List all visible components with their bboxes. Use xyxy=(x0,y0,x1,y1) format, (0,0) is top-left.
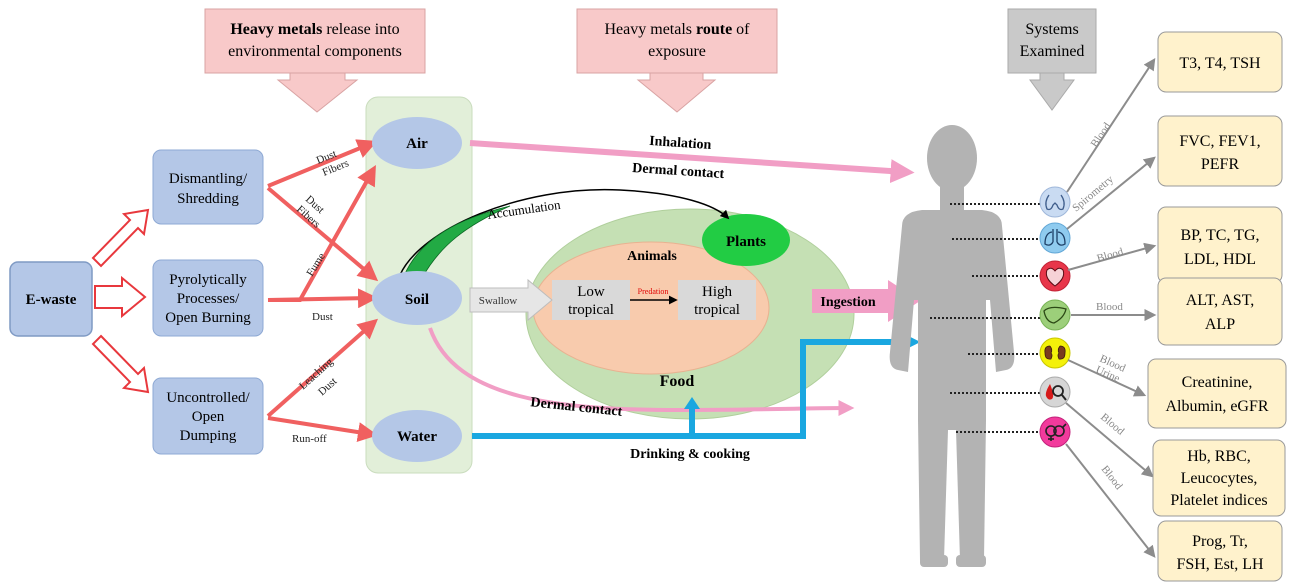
human-silhouette xyxy=(889,125,1015,567)
header-route: Heavy metals route of exposure xyxy=(576,8,778,113)
test-box-lung: FVC, FEV1, PEFR xyxy=(1157,115,1283,187)
organ-pointers xyxy=(930,203,1040,433)
header-route-bold: route xyxy=(696,21,732,38)
liver-icon xyxy=(1039,299,1071,331)
air-node: Air xyxy=(372,117,462,169)
test-heart-line2: LDL, HDL xyxy=(1184,251,1256,268)
process-pyrolytic-line2: Processes/ xyxy=(177,291,240,307)
ewaste-node: E-waste xyxy=(9,261,93,337)
header-route-post: of xyxy=(732,21,750,38)
test-repro-line1: Prog, Tr, xyxy=(1192,533,1248,550)
test-blood-line1: Hb, RBC, xyxy=(1187,448,1251,465)
test-box-liver: ALT, AST, ALP xyxy=(1157,277,1283,346)
test-lung-line1: FVC, FEV1, xyxy=(1179,133,1260,150)
kidney-icon xyxy=(1039,337,1071,369)
process-dismantling: Dismantling/ Shredding xyxy=(152,149,264,225)
header-release: Heavy metals release into environmental … xyxy=(204,8,426,113)
header-route-pre: Heavy metals xyxy=(605,21,697,38)
thyroid-icon xyxy=(1039,186,1071,218)
header-systems-line2: Examined xyxy=(1020,43,1085,60)
emission-lines xyxy=(266,139,379,443)
air-label: Air xyxy=(406,136,428,152)
test-box-heart: BP, TC, TG, LDL, HDL xyxy=(1157,206,1283,284)
ingestion-label: Ingestion xyxy=(820,295,875,310)
connector-heart-label: Blood xyxy=(1096,246,1126,265)
connector-repro-label: Blood xyxy=(1099,463,1125,492)
soil-label: Soil xyxy=(405,292,429,308)
low-tropical-line1: Low xyxy=(577,284,605,300)
water-route xyxy=(472,331,921,439)
test-box-kidney: Creatinine, Albumin, eGFR xyxy=(1147,358,1287,429)
test-kidney-line2: Albumin, eGFR xyxy=(1165,398,1268,415)
process-dumping-line3: Dumping xyxy=(180,428,237,444)
test-blood-line2: Leucocytes, xyxy=(1181,470,1258,487)
inhalation-arrow xyxy=(469,140,915,184)
header-release-line2: environmental components xyxy=(228,43,402,60)
process-dumping-line2: Open xyxy=(192,409,225,425)
drinking-label: Drinking & cooking xyxy=(630,447,750,462)
high-tropical-line1: High xyxy=(702,284,733,300)
water-label: Water xyxy=(397,429,437,445)
emission-runoff: Run-off xyxy=(292,433,327,445)
header-release-rest: release into xyxy=(322,21,399,38)
lungs-icon xyxy=(1039,222,1071,254)
gender-symbol-icon xyxy=(1039,416,1071,448)
low-tropical-box xyxy=(552,280,630,320)
test-repro-line2: FSH, Est, LH xyxy=(1176,556,1264,573)
ewaste-to-process-arrows xyxy=(91,208,150,394)
process-pyrolytic-line3: Open Burning xyxy=(165,310,251,326)
swallow-arrow: Swallow xyxy=(469,278,553,322)
inhalation-label: Inhalation xyxy=(649,134,712,153)
header-release-bold: Heavy metals xyxy=(230,21,322,38)
test-connectors xyxy=(1065,57,1157,558)
water-up-arrowhead xyxy=(684,397,700,409)
process-dismantling-line2: Shredding xyxy=(177,191,239,207)
high-tropical-line2: tropical xyxy=(694,302,740,318)
process-dumping: Uncontrolled/ Open Dumping xyxy=(152,377,264,455)
process-dismantling-line1: Dismantling/ xyxy=(169,171,248,187)
plants-label: Plants xyxy=(726,234,766,250)
test-heart-line1: BP, TC, TG, xyxy=(1181,227,1260,244)
connector-thyroid-label: Blood xyxy=(1089,120,1114,149)
test-liver-line2: ALP xyxy=(1205,316,1235,333)
high-tropical-box xyxy=(678,280,756,320)
food-compartment: Animals Low tropical High tropical Preda… xyxy=(525,208,855,420)
header-systems-line1: Systems xyxy=(1025,21,1078,38)
dermal-bottom-curve xyxy=(428,327,855,417)
test-liver-line1: ALT, AST, xyxy=(1186,292,1255,309)
test-box-blood: Hb, RBC, Leucocytes, Platelet indices xyxy=(1152,439,1286,517)
process-dumping-line1: Uncontrolled/ xyxy=(166,390,250,406)
header-systems: Systems Examined xyxy=(1007,8,1097,111)
water-node: Water xyxy=(372,410,462,462)
swallow-label: Swallow xyxy=(479,295,518,307)
animals-label: Animals xyxy=(627,249,677,264)
plants-node: Plants xyxy=(702,214,790,266)
test-blood-line3: Platelet indices xyxy=(1170,492,1267,509)
test-lung-line2: PEFR xyxy=(1201,156,1240,173)
heart-icon xyxy=(1039,260,1071,292)
food-label: Food xyxy=(660,373,695,390)
test-kidney-line1: Creatinine, xyxy=(1182,374,1253,391)
accumulation-label: Accumulation xyxy=(486,197,562,222)
ingestion-arrow: Ingestion xyxy=(812,280,920,322)
blood-drop-magnifier-icon xyxy=(1039,376,1071,408)
ewaste-label: E-waste xyxy=(26,292,77,308)
test-box-thyroid: T3, T4, TSH xyxy=(1157,31,1283,93)
soil-node: Soil xyxy=(372,271,462,325)
accumulation-green-wedge xyxy=(403,205,511,279)
dermal-top-label: Dermal contact xyxy=(632,161,725,182)
svg-text:Heavy metals route of: Heavy metals route of xyxy=(605,21,751,38)
process-pyrolytic-line1: Pyrolytically xyxy=(169,272,247,288)
emission-dust: Dust xyxy=(312,311,333,323)
process-pyrolytic: Pyrolytically Processes/ Open Burning xyxy=(152,259,264,337)
low-tropical-line2: tropical xyxy=(568,302,614,318)
predation-label: Predation xyxy=(638,287,669,296)
test-thyroid-line1: T3, T4, TSH xyxy=(1179,55,1261,72)
header-route-line2: exposure xyxy=(648,43,706,60)
svg-text:Heavy metals release into: Heavy metals release into xyxy=(230,21,399,38)
connector-liver-label: Blood xyxy=(1096,301,1123,313)
test-box-repro: Prog, Tr, FSH, Est, LH xyxy=(1157,520,1283,582)
connector-labels: Blood Spirometry Blood Blood Blood Urine… xyxy=(1070,120,1127,492)
